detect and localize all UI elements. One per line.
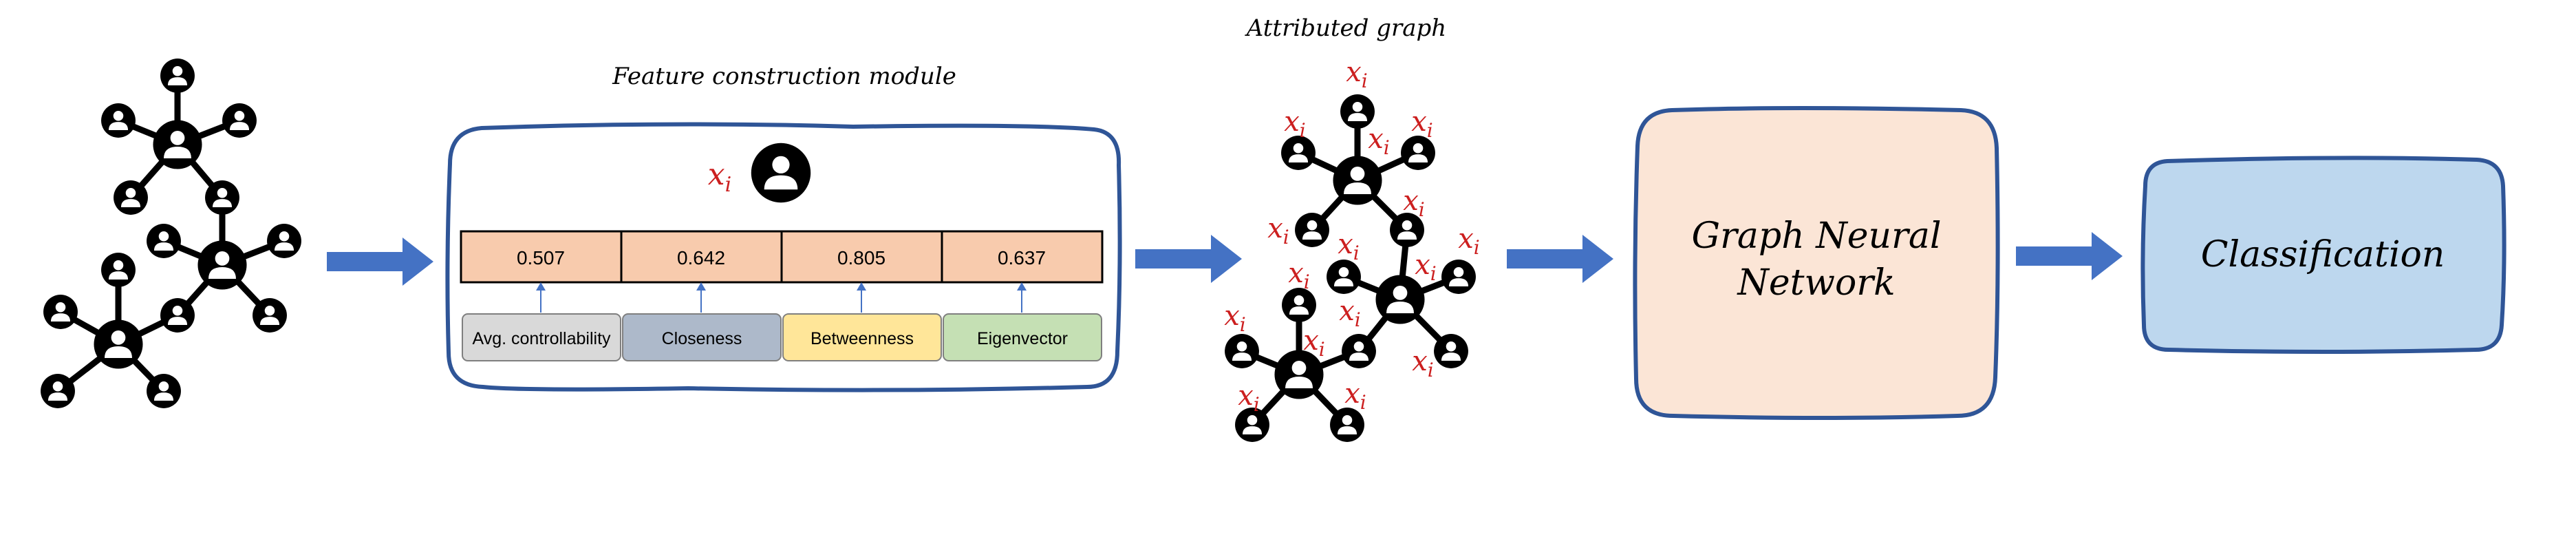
node-attribute-label: xi [1415,249,1437,285]
feature-module-border [445,122,1122,392]
value-text: 0.805 [837,247,886,268]
person-node-icon [101,253,136,287]
node-attribute-label: xi [1238,380,1260,416]
value-text: 0.507 [517,247,565,268]
person-node-icon [147,374,181,408]
node-attribute-label: xi [1411,106,1433,142]
person-node-icon [1327,260,1361,294]
value-cell [460,230,623,284]
right-arrow-icon [327,238,433,286]
person-node-icon [43,295,78,329]
node-attribute-label: xi [1412,346,1434,381]
person-node-icon [160,298,195,333]
value-cell [620,230,783,284]
person-node-icon [41,374,75,408]
measure-betweenness [782,313,942,361]
centrality-measures: Avg. controllability Closeness Betweenne… [462,313,1102,361]
measure-label: Eigenvector [977,329,1068,348]
person-node-icon [253,298,287,333]
node-attribute-label: xi [1458,223,1480,259]
classification-label: Classification [2201,234,2445,275]
gnn-box [1633,106,2000,420]
person-node-icon [1330,408,1364,442]
person-node-icon [1375,275,1425,324]
attributed-graph-title: Attributed graph [1245,14,1446,42]
measure-label: Closeness [662,329,742,348]
person-node-icon [101,103,136,138]
person-node-icon [114,180,148,215]
person-node-icon [1441,260,1476,294]
person-node-icon [1342,334,1376,368]
person-node-icon [1274,350,1324,399]
gnn-label-line1: Graph Neural [1692,215,1942,257]
measure-label: Avg. controllability [472,329,611,348]
classification-block: Classification [2140,156,2507,354]
node-attribute-label: xi [1346,56,1368,92]
person-node-icon [751,143,811,203]
node-attribute-label: xi [1284,106,1306,142]
node-attribute-label: xi [1224,300,1246,336]
person-node-icon [267,224,301,258]
feature-node-label: xi [708,157,731,197]
feature-vector: 0.507 0.642 0.805 0.637 [460,230,1104,284]
feature-construction-module: Feature construction module xi 0.507 0.6… [445,63,1122,392]
person-node-icon [1235,408,1269,442]
measure-arrows [536,282,1027,313]
measure-label: Betweenness [811,329,914,348]
input-graph [41,59,301,408]
gnn-block: Graph Neural Network [1633,106,2000,420]
person-node-icon [147,224,181,258]
node-attribute-label: xi [1338,229,1360,264]
value-cell [941,230,1104,284]
node-attribute-label: xi [1267,213,1289,249]
classification-box [2140,156,2507,354]
person-node-icon [197,240,247,290]
person-node-icon [1333,156,1382,205]
right-arrow-icon [1507,235,1613,283]
person-node-icon [1282,288,1316,322]
node-attribute-label: xi [1344,378,1366,414]
measure-avg-controllability [462,313,621,361]
node-attribute-label: xi [1288,257,1310,293]
gnn-label-line2: Network [1736,262,1895,304]
person-node-icon [160,59,195,93]
node-attribute-label: xi [1303,325,1325,361]
right-arrow-icon [2016,232,2123,280]
person-node-icon [205,180,239,215]
node-attribute-label: xi [1403,185,1425,221]
person-node-icon [1295,213,1329,247]
value-text: 0.637 [998,247,1046,268]
value-text: 0.642 [677,247,725,268]
feature-module-title: Feature construction module [612,63,956,90]
person-node-icon [94,319,143,369]
person-node-icon [1434,334,1468,368]
person-node-icon [1281,136,1316,170]
node-attribute-label: xi [1339,295,1361,331]
person-node-icon [1225,334,1259,368]
measure-eigenvector [943,313,1102,361]
right-arrow-icon [1135,235,1242,283]
value-cell [780,230,943,284]
person-node-icon [153,120,202,169]
node-attribute-label: xi [1368,123,1390,159]
measure-closeness [622,313,782,361]
person-node-icon [222,103,257,138]
